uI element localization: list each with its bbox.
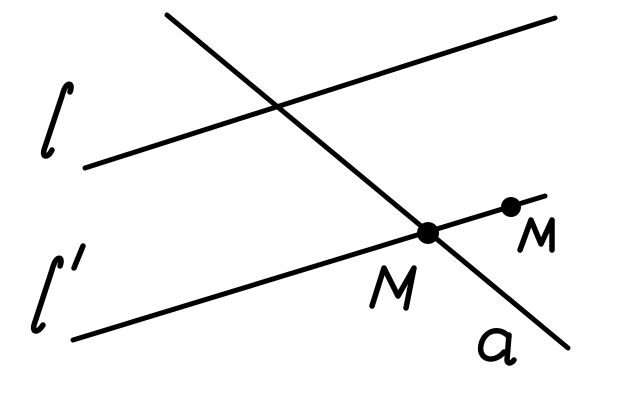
label-m-lower: M [369,265,417,311]
line-l [82,15,558,171]
point-m-intersection [417,222,439,244]
line-a [164,12,571,351]
label-l-prime: l′ [30,243,86,334]
label-a: a [477,328,517,366]
label-m-upper: M [517,217,555,253]
line-l-prime [70,193,548,343]
label-l: l [40,81,74,159]
point-m-extension [501,197,521,217]
